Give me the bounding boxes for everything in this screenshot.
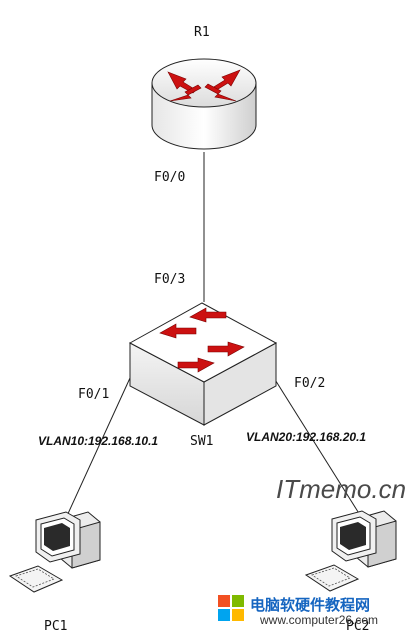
pc2-computer-icon (304, 510, 397, 592)
port-label-switch-f03: F0/3 (154, 272, 185, 287)
port-label-switch-f01: F0/1 (78, 387, 109, 402)
link-switch-pc2 (273, 377, 361, 516)
pc1-label: PC1 (44, 619, 67, 634)
port-label-router-f00: F0/0 (154, 170, 185, 185)
pc1-computer-icon (8, 511, 101, 593)
vlan10-label: VLAN10:192.168.10.1 (38, 434, 158, 448)
vlan20-label: VLAN20:192.168.20.1 (246, 430, 366, 444)
windows-logo-icon (218, 595, 244, 621)
link-switch-pc1 (65, 377, 131, 519)
site-cn-watermark: 电脑软硬件教程网 (250, 596, 370, 614)
router-icon (151, 58, 257, 150)
pc2-label: PC2 (346, 619, 369, 634)
site-url-watermark: www.computer26.com (259, 613, 378, 627)
itmemo-watermark: ITmemo.cn (276, 474, 406, 504)
port-label-switch-f02: F0/2 (294, 376, 325, 391)
router-label: R1 (194, 25, 210, 40)
switch-label: SW1 (190, 434, 213, 449)
switch-icon (128, 302, 278, 426)
